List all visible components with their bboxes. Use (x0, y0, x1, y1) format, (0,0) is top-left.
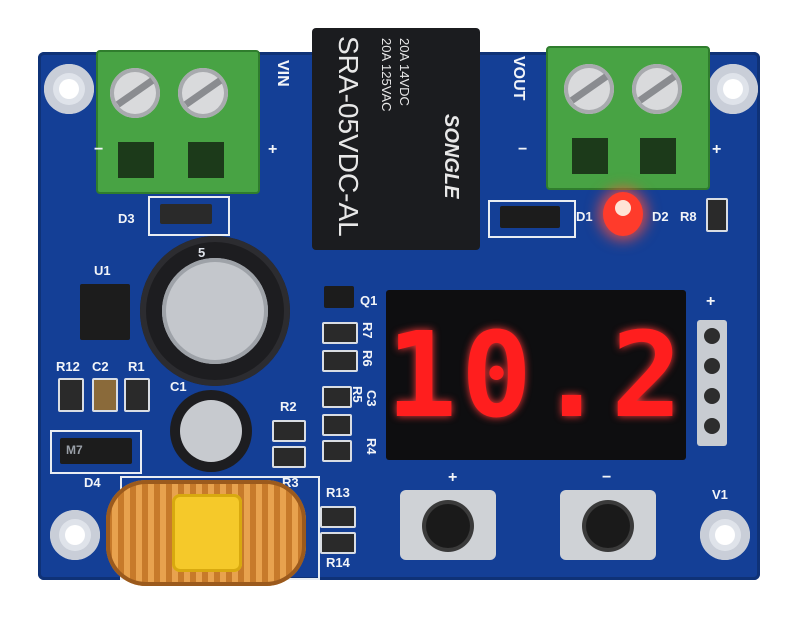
c2-capacitor (92, 378, 118, 412)
r13-resistor (320, 506, 356, 528)
d4-diode: M7 (60, 438, 132, 464)
output-minus-label: − (518, 141, 528, 158)
output-plus-label: + (712, 141, 722, 158)
r8-resistor (706, 198, 728, 232)
led-indicator (603, 192, 643, 236)
capacitor-marking: 5 (198, 245, 206, 260)
r7-resistor (322, 322, 358, 344)
resistor (272, 446, 306, 468)
d4-label: D4 (84, 475, 101, 490)
mounting-hole-bottom-right (700, 510, 750, 560)
header-pin (704, 388, 720, 404)
screw-icon (178, 68, 228, 118)
d1-label: D1 (576, 209, 593, 224)
relay-model: SRA-05VDC-AL (333, 36, 364, 237)
mounting-hole-bottom-left (50, 510, 100, 560)
header-pin (704, 418, 720, 434)
r13-label: R13 (326, 485, 350, 500)
button-minus-label: − (602, 469, 612, 486)
input-minus-label: − (94, 141, 104, 158)
screw-icon (632, 64, 682, 114)
u1-label: U1 (94, 263, 111, 278)
display-reading: 10.2 (386, 306, 687, 444)
r6-label: R6 (360, 350, 375, 367)
button-cap (426, 504, 470, 548)
d2-label: D2 (652, 209, 669, 224)
relay-rating-1: 20A 14VDC (397, 38, 412, 106)
input-plus-label: + (268, 141, 278, 158)
button-plus-label: + (448, 469, 458, 486)
plus-button[interactable] (400, 490, 496, 560)
c3-label: C3 (364, 390, 379, 407)
input-label: VIN (274, 60, 291, 87)
relay-brand: SONGLE (440, 114, 462, 199)
capacitor-top (162, 258, 268, 364)
q1-label: Q1 (360, 293, 378, 308)
d1-diode (500, 206, 560, 228)
relay-rating-2: 20A 125VAC (379, 38, 394, 112)
header-pin (704, 328, 720, 344)
r1-label: R1 (128, 359, 145, 374)
small-electrolytic-capacitor (170, 390, 252, 472)
minus-button[interactable] (560, 490, 656, 560)
r8-label: R8 (680, 209, 697, 224)
r4-label: R4 (364, 438, 379, 455)
u1-chip (80, 284, 130, 340)
d3-outline (148, 196, 230, 236)
mounting-hole-top-right (708, 64, 758, 114)
d1-outline (488, 200, 576, 238)
seven-segment-display: 10.2 (386, 290, 686, 460)
screw-icon (110, 68, 160, 118)
relay: SRA-05VDC-AL 20A 14VDC 20A 125VAC SONGLE (312, 28, 480, 250)
header-pin (704, 358, 720, 374)
button-cap (586, 504, 630, 548)
inductor-core (172, 494, 242, 572)
v1-label: V1 (712, 487, 728, 502)
input-terminal-block (96, 50, 260, 194)
pin-header (697, 320, 727, 446)
c3-capacitor (322, 414, 352, 436)
header-plus-label: + (706, 293, 716, 310)
screw-icon (564, 64, 614, 114)
wire-slot (118, 142, 154, 178)
q1-transistor (324, 286, 354, 308)
r4-resistor (322, 440, 352, 462)
r14-resistor (320, 532, 356, 554)
toroid-inductor (106, 480, 306, 586)
c2-label: C2 (92, 359, 109, 374)
wire-slot (188, 142, 224, 178)
r2-resistor (272, 420, 306, 442)
r6-resistor (322, 350, 358, 372)
electrolytic-capacitor: 5 (140, 236, 290, 386)
d4-outline (50, 430, 142, 474)
wire-slot (640, 138, 676, 174)
r5-resistor (322, 386, 352, 408)
r7-label: R7 (360, 322, 375, 339)
r14-label: R14 (326, 555, 350, 570)
r12-label: R12 (56, 359, 80, 374)
d3-label: D3 (118, 211, 135, 226)
r1-resistor (124, 378, 150, 412)
r12-resistor (58, 378, 84, 412)
output-label: VOUT (510, 56, 527, 101)
d4-chip-marking: M7 (66, 443, 83, 457)
c1-label: C1 (170, 379, 187, 394)
r5-label: R5 (350, 386, 365, 403)
output-terminal-block (546, 46, 710, 190)
d3-diode (160, 204, 212, 224)
wire-slot (572, 138, 608, 174)
r2-label: R2 (280, 399, 297, 414)
mounting-hole-top-left (44, 64, 94, 114)
capacitor-top (180, 400, 242, 462)
